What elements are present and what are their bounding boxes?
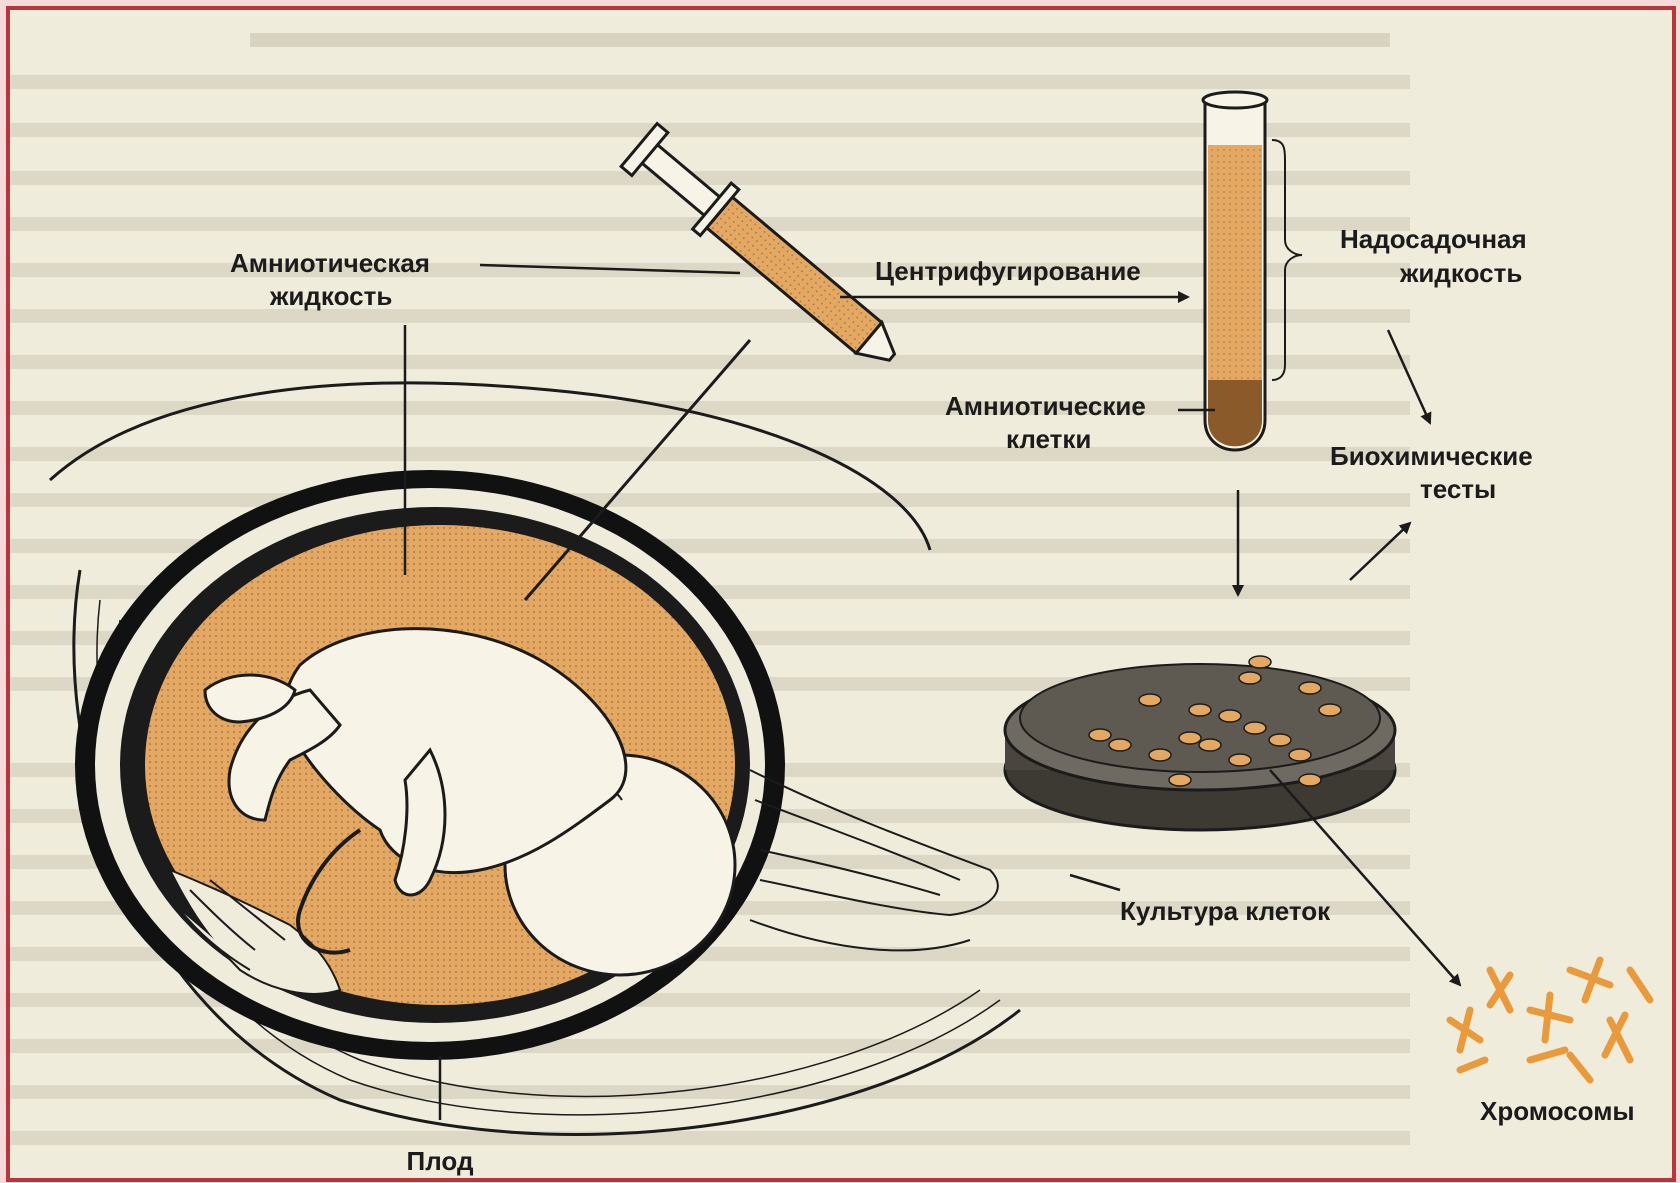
label-chromosomes: Хромосомы (1480, 1096, 1635, 1126)
label-amniotic-cells-2: клетки (1006, 424, 1091, 454)
leader-culture (1070, 875, 1120, 890)
label-biochem-1: Биохимические (1330, 441, 1533, 471)
amniocentesis-diagram: Амниотическая жидкость Центрифугирование… (10, 10, 1672, 1178)
label-centrifugation: Центрифугирование (875, 256, 1141, 286)
label-supernatant-1: Надосадочная (1340, 224, 1527, 254)
chromosomes (1450, 960, 1650, 1080)
label-biochem-2: тесты (1420, 474, 1496, 504)
label-amniotic-fluid-1: Амниотическая (230, 248, 430, 278)
label-supernatant-2: жидкость (1399, 258, 1522, 288)
label-fetus: Плод (407, 1146, 474, 1176)
label-amniotic-fluid-2: жидкость (269, 281, 392, 311)
petri-dish (1005, 656, 1395, 830)
label-cell-culture: Культура клеток (1120, 896, 1331, 926)
label-amniotic-cells-1: Амниотические (945, 391, 1146, 421)
figure-frame: Амниотическая жидкость Центрифугирование… (6, 6, 1676, 1182)
cell-pellet (1208, 380, 1262, 446)
